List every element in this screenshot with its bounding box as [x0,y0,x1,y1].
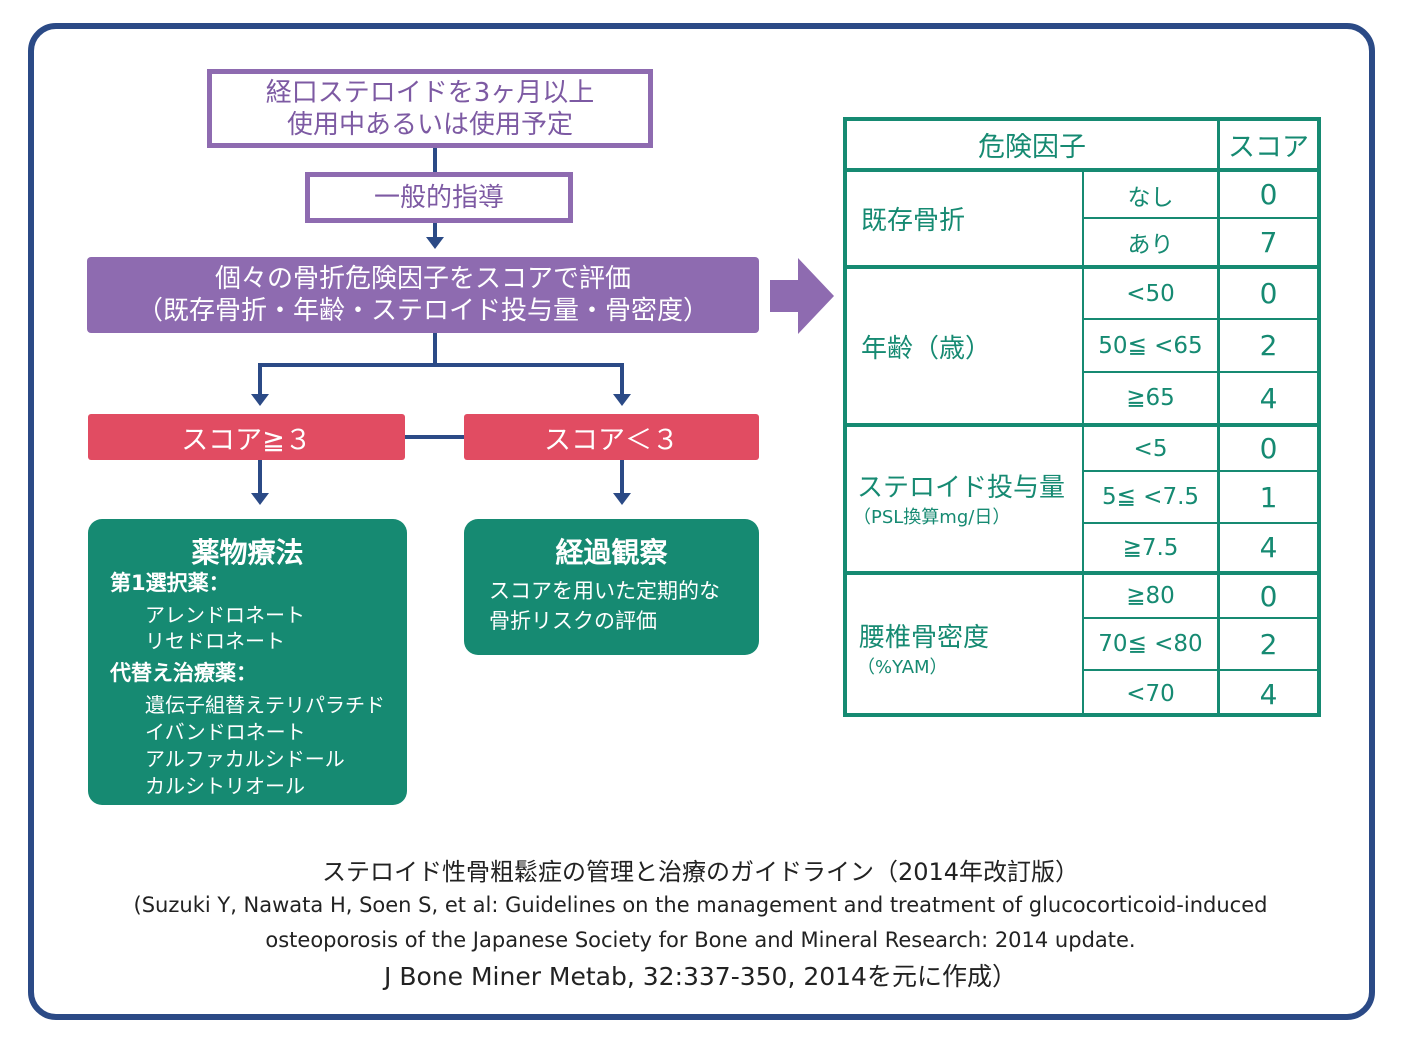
score-cell: 2 [1259,627,1278,661]
table-divider [1082,669,1321,671]
connector-5 [620,460,624,496]
condition-cell: 50≦ <65 [1098,332,1203,359]
score-link-line [405,435,464,439]
footer-reference-3: J Bone Miner Metab, 32:337-350, 2014を元に作… [384,962,1017,991]
score-cell: 4 [1259,381,1278,415]
condition-cell: <5 [1133,435,1168,462]
factor-name: 年齢（歳） [861,333,992,364]
header-score: スコア [1228,132,1309,163]
factor-name: 既存骨折 [861,206,966,236]
connector-2 [433,223,437,239]
drug-item: カルシトリオール [145,774,305,798]
score-cell: 2 [1259,329,1278,362]
observation-line2: 骨折リスクの評価 [489,609,657,633]
condition-cell: ≧65 [1126,385,1175,411]
condition-cell: <50 [1126,280,1175,307]
connector-left [258,363,262,397]
drug-item: 遺伝子組替えテリパラチド [145,693,385,717]
factor-sub: （PSL換算mg/日） [853,507,1011,528]
connector-3 [433,333,437,365]
score-cell: 7 [1259,225,1278,259]
start-box: 経口ステロイドを3ヶ月以上 使用中あるいは使用予定 [207,69,653,148]
factor-sub: （%YAM） [857,657,948,678]
table-divider [847,423,1317,427]
score-low-label: スコア＜３ [544,424,679,456]
evaluate-box: 個々の骨折危険因子をスコアで評価 （既存骨折・年齢・ステロイド投与量・骨密度） [87,257,759,333]
drug-item: アルファカルシドール [145,747,345,771]
score-cell: 0 [1259,178,1278,211]
table-divider [1082,168,1084,717]
condition-cell: あり [1127,232,1174,258]
therapy-title: 薬物療法 [191,536,304,569]
observation-line1: スコアを用いた定期的な [489,579,720,603]
condition-cell: ≧80 [1126,583,1175,609]
condition-cell: 5≦ <7.5 [1101,484,1200,510]
table-divider [847,168,1317,172]
connector-1 [433,148,437,172]
table-divider [1082,470,1321,472]
alternative-label: 代替え治療薬： [110,661,257,685]
table-divider [847,265,1317,269]
factor-name: 腰椎骨密度 [859,623,990,653]
drug-item: アレンドロネート [145,603,305,627]
general-guidance-label: 一般的指導 [373,182,504,213]
risk-score-table: 危険因子 スコア 既存骨折 年齢（歳） ステロイド投与量 （PSL換算mg/日）… [843,117,1321,717]
observation-title: 経過観察 [555,536,668,569]
condition-cell: なし [1127,184,1174,211]
connector-4 [258,460,262,496]
factor-name: ステロイド投与量 [857,473,1066,503]
observation-box: 経過観察 スコアを用いた定期的な 骨折リスクの評価 [464,519,759,655]
table-divider [847,571,1317,575]
connector-right [620,363,624,397]
table-divider [1082,617,1321,619]
footer-reference-2: osteoporosis of the Japanese Society for… [265,928,1136,952]
table-divider [1082,371,1321,373]
score-low-box: スコア＜３ [464,414,759,460]
branch-line [258,363,624,367]
table-divider [1082,217,1321,219]
arrow-down-icon [613,394,631,406]
evaluate-line2: （既存骨折・年齢・ステロイド投与量・骨密度） [136,296,709,326]
footer-reference-1: (Suzuki Y, Nawata H, Soen S, et al: Guid… [133,893,1268,917]
table-divider [1082,318,1321,320]
first-choice-label: 第1選択薬： [110,571,230,595]
arrow-down-icon [426,237,444,249]
therapy-box: 薬物療法 第1選択薬： アレンドロネート リセドロネート 代替え治療薬： 遺伝子… [88,519,407,805]
score-cell: 0 [1259,432,1278,465]
arrow-right-icon [770,258,834,334]
drug-item: イバンドロネート [145,720,306,744]
score-cell: 4 [1259,531,1278,564]
arrow-down-icon [251,394,269,406]
header-factor: 危険因子 [978,132,1086,163]
start-line2: 使用中あるいは使用予定 [286,109,573,140]
arrow-down-icon [251,493,269,505]
condition-cell: ≧7.5 [1122,534,1179,561]
score-cell: 1 [1259,480,1278,514]
drug-item: リセドロネート [145,629,285,653]
evaluate-line1: 個々の骨折危険因子をスコアで評価 [214,264,631,294]
footer-title: ステロイド性骨粗鬆症の管理と治療のガイドライン（2014年改訂版） [321,858,1080,886]
condition-cell: 70≦ <80 [1098,631,1203,657]
arrow-down-icon [613,493,631,505]
general-guidance-box: 一般的指導 [305,172,573,223]
start-line1: 経口ステロイドを3ヶ月以上 [265,77,595,108]
table-divider [1082,522,1321,524]
condition-cell: <70 [1126,681,1175,707]
score-cell: 4 [1259,677,1278,711]
table-divider [1217,121,1220,713]
score-high-box: スコア≧３ [88,414,405,460]
score-cell: 0 [1259,579,1278,613]
score-high-label: スコア≧３ [181,424,312,456]
score-cell: 0 [1259,277,1278,310]
